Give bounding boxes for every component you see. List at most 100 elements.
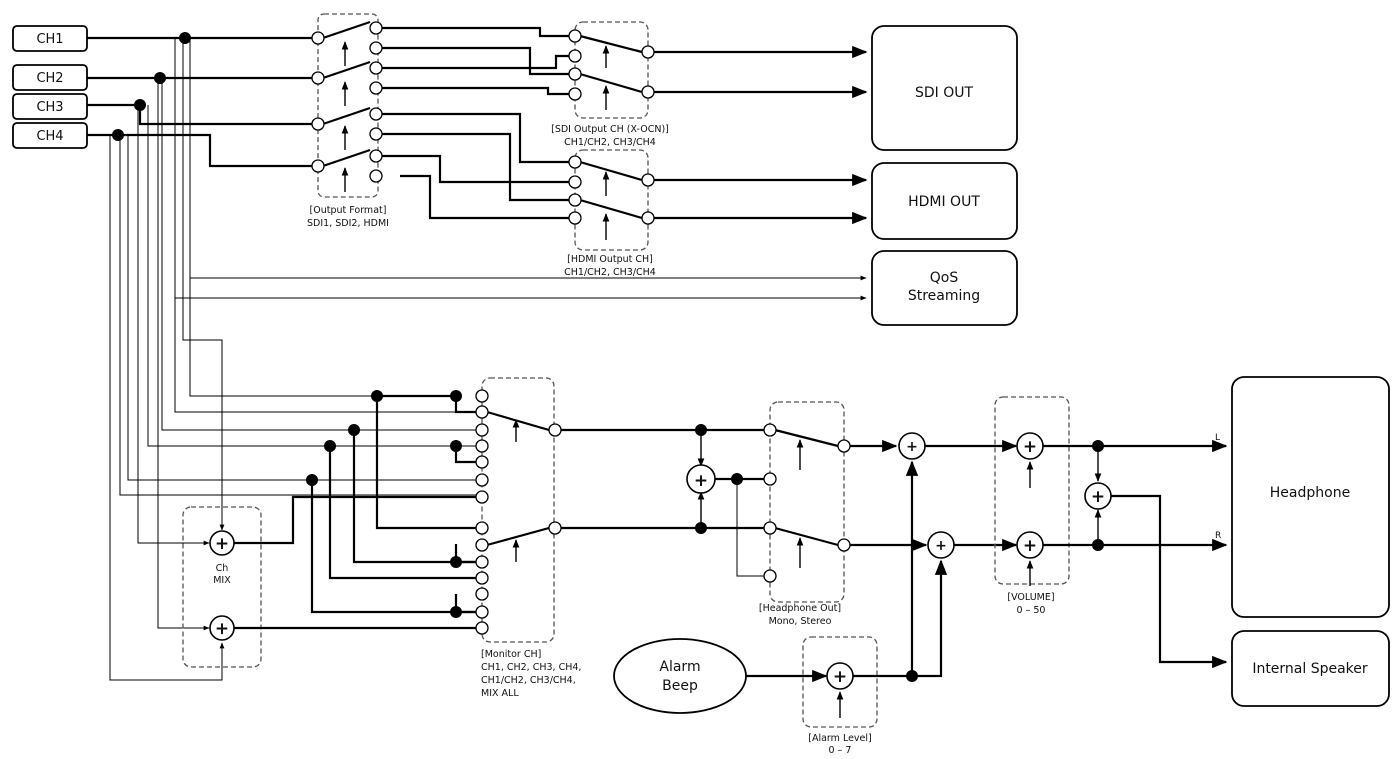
output-format-caption-2: SDI1, SDI2, HDMI	[307, 218, 389, 229]
ch1-label: CH1	[36, 32, 63, 47]
alarm-level-group	[802, 636, 878, 728]
svg-text:+: +	[935, 538, 947, 554]
svg-text:+: +	[1023, 536, 1037, 556]
switch-contact-icon	[568, 87, 582, 101]
sdi-output-ch-group	[574, 21, 649, 119]
svg-text:+: +	[215, 619, 229, 639]
switch-contact-icon	[369, 61, 383, 75]
svg-text:+: +	[215, 534, 229, 554]
ch3-input	[12, 93, 88, 120]
switch-contact-icon	[475, 423, 489, 437]
output-format-switches	[311, 13, 383, 198]
switch-contact-icon	[311, 159, 325, 173]
ch-mix-caption-1: Ch	[216, 563, 229, 574]
hdmi-output-ch-caption-1: [HDMI Output CH]	[567, 254, 653, 265]
headphone-block	[1231, 376, 1390, 618]
channel-inputs: CH1 CH2 CH3 CH4	[12, 25, 88, 149]
switch-contact-icon	[568, 155, 582, 169]
junction-dot-icon	[371, 390, 383, 402]
output-format-group	[317, 13, 379, 198]
output-blocks: SDI OUT HDMI OUT QoS Streaming Headphone…	[871, 25, 1390, 707]
switch-contact-icon	[763, 569, 777, 583]
left-channel-tag: L	[1215, 433, 1220, 443]
monitor-ch-caption-2: CH1, CH2, CH3, CH4,	[481, 662, 581, 673]
hdmi-out-label: HDMI OUT	[908, 194, 980, 210]
hdmi-output-ch-caption-2: CH1/CH2, CH3/CH4	[564, 267, 656, 278]
junction-dot-icon	[324, 440, 336, 452]
monitor-ch-caption-1: [Monitor CH]	[481, 649, 541, 660]
svg-text:+: +	[1023, 437, 1037, 457]
alarm-label-2: Beep	[662, 678, 698, 694]
switch-contact-icon	[311, 71, 325, 85]
alarm-level-caption-2: 0 – 7	[829, 745, 852, 756]
switch-contact-icon	[369, 81, 383, 95]
alarm-level-caption-1: [Alarm Level]	[808, 733, 871, 744]
switch-contact-icon	[475, 521, 489, 535]
junction-dot-icon	[134, 99, 146, 111]
headphone-out-section: +	[686, 401, 928, 603]
ch4-label: CH4	[36, 129, 63, 144]
switch-contact-icon	[837, 439, 851, 453]
switch-contact-icon	[475, 439, 489, 453]
junction-dot-icon	[112, 129, 124, 141]
switch-contact-icon	[837, 538, 851, 552]
switch-contact-icon	[763, 521, 777, 535]
headphone-out-caption-1: [Headphone Out]	[759, 603, 841, 614]
qos-streaming-block	[871, 250, 1018, 326]
junction-dot-icon	[450, 440, 462, 452]
junction-dot-icon	[348, 424, 360, 436]
ch-mix-group	[182, 506, 262, 668]
junction-dot-icon	[450, 606, 462, 618]
volume-caption-2: 0 – 50	[1017, 605, 1046, 616]
switch-contact-icon	[641, 211, 655, 225]
svg-text:+: +	[694, 471, 708, 491]
captions: [Output Format] SDI1, SDI2, HDMI [SDI Ou…	[307, 124, 1055, 756]
monitor-feed-lines	[306, 390, 476, 618]
volume-section: + + + + + L R	[898, 396, 1228, 669]
sdi-output-ch-switch	[568, 21, 868, 119]
right-channel-tag: R	[1215, 531, 1221, 541]
switch-contact-icon	[311, 117, 325, 131]
routing-wiring	[382, 26, 569, 220]
switch-contact-icon	[475, 605, 489, 619]
headphone-out-group	[769, 401, 845, 603]
switch-contact-icon	[369, 127, 383, 141]
switch-contact-icon	[548, 423, 562, 437]
alarm-section: Alarm Beep +	[613, 460, 948, 728]
switch-contact-icon	[475, 587, 489, 601]
ch3-label: CH3	[36, 100, 63, 115]
ch-mix-caption-2: MIX	[213, 575, 231, 586]
input-junctions	[112, 32, 191, 141]
switch-contact-icon	[568, 49, 582, 63]
junction-dot-icon	[450, 556, 462, 568]
svg-text:+: +	[833, 667, 847, 687]
switch-contact-icon	[311, 31, 325, 45]
sdi-output-ch-caption-1: [SDI Output CH (X-OCN)]	[551, 124, 669, 135]
switch-contact-icon	[369, 169, 383, 183]
volume-group	[994, 396, 1070, 585]
output-format-caption-1: [Output Format]	[310, 205, 387, 216]
switch-contact-icon	[369, 107, 383, 121]
switch-contact-icon	[369, 41, 383, 55]
switch-contact-icon	[568, 193, 582, 207]
junction-dot-icon	[450, 390, 462, 402]
switch-contact-icon	[475, 389, 489, 403]
sdi-output-ch-caption-2: CH1/CH2, CH3/CH4	[564, 137, 656, 148]
alarm-label-1: Alarm	[659, 659, 700, 675]
switch-contact-icon	[641, 173, 655, 187]
ch1-input	[12, 25, 88, 52]
ch-mix-section: + + Ch MIX	[182, 495, 476, 668]
hdmi-out-block	[871, 162, 1018, 240]
ch2-input	[12, 64, 88, 91]
switch-contact-icon	[641, 45, 655, 59]
internal-speaker-label: Internal Speaker	[1252, 661, 1368, 677]
internal-speaker-block	[1231, 630, 1390, 707]
qos-label: QoS	[930, 270, 959, 286]
monitor-ch-group	[481, 377, 555, 643]
sdi-out-block	[871, 25, 1018, 151]
monitor-ch-selector	[475, 377, 764, 643]
junction-dot-icon	[154, 72, 166, 84]
switch-contact-icon	[475, 571, 489, 585]
ch4-input	[12, 122, 88, 149]
